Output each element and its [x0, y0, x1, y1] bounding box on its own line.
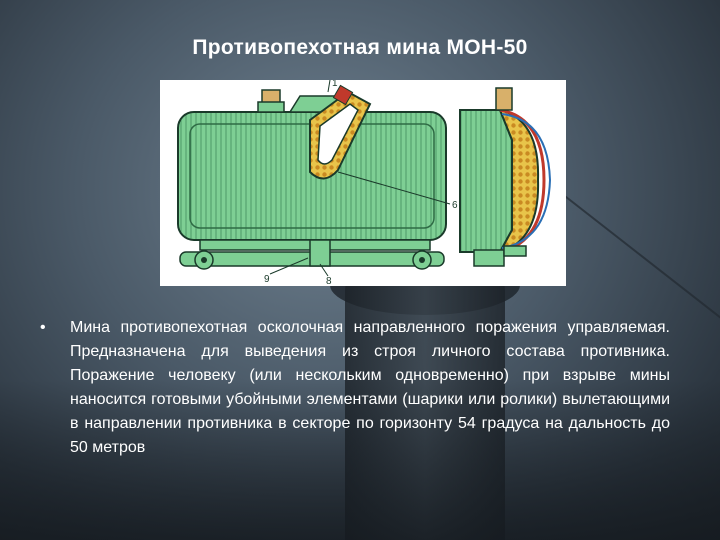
- detonator-cap: [332, 84, 354, 106]
- callout-label: 6: [452, 200, 458, 211]
- fuse-socket-base: [257, 101, 285, 113]
- background-shape: [0, 380, 720, 540]
- side-leg: [473, 249, 505, 267]
- callout-label: 8: [326, 276, 332, 286]
- mine-body-side: [459, 109, 513, 253]
- slide-title: Противопехотная мина МОН-50: [192, 36, 528, 59]
- callout-label: 1: [332, 80, 338, 89]
- leg-hinge-pin: [201, 257, 207, 263]
- leader-line: [337, 171, 451, 205]
- bullet-marker: •: [40, 319, 46, 336]
- casing-outer: [501, 113, 552, 249]
- charge-cavity: [317, 103, 359, 165]
- leg-hinge-pin: [419, 257, 425, 263]
- mine-diagram: 1 6 9 8: [160, 80, 566, 286]
- callout-label: 9: [264, 274, 270, 285]
- leg-mount: [309, 239, 331, 267]
- side-leg-clamp: [503, 245, 527, 257]
- leader-line: [327, 80, 331, 93]
- bullet-paragraph: • Мина противопехотная осколочная направ…: [40, 316, 670, 460]
- bullet-body: Мина противопехотная осколочная направле…: [70, 319, 670, 456]
- side-fuse-socket: [495, 87, 513, 111]
- mine-diagram-svg: 1 6 9 8: [177, 80, 552, 286]
- leader-line: [269, 257, 309, 275]
- leader-line: [319, 263, 329, 277]
